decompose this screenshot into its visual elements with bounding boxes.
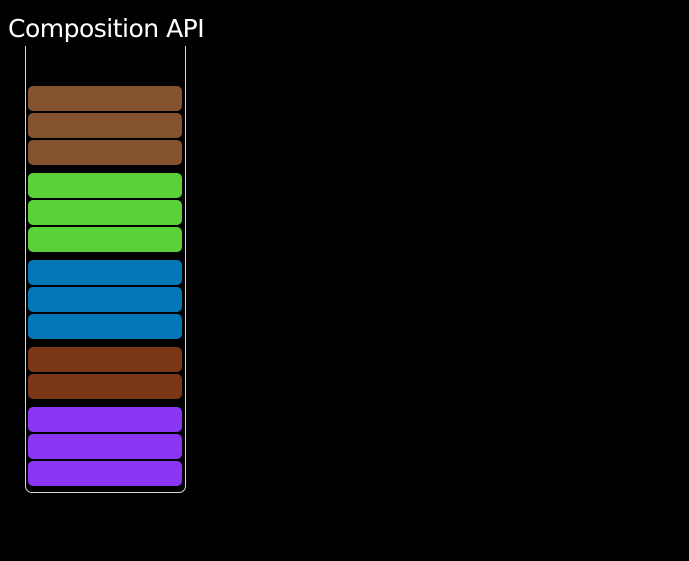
bar-groups-container bbox=[28, 86, 182, 486]
page-title: Composition API bbox=[8, 14, 205, 43]
purple-block-group bbox=[28, 407, 182, 486]
code-block-bar bbox=[28, 86, 182, 111]
code-block-bar bbox=[28, 407, 182, 432]
code-block-bar bbox=[28, 374, 182, 399]
code-block-bar bbox=[28, 314, 182, 339]
code-block-bar bbox=[28, 287, 182, 312]
code-block-bar bbox=[28, 173, 182, 198]
blue-block-group bbox=[28, 260, 182, 339]
composition-api-panel bbox=[25, 46, 186, 493]
code-block-bar bbox=[28, 113, 182, 138]
code-block-bar bbox=[28, 200, 182, 225]
brown-block-group bbox=[28, 86, 182, 165]
code-block-bar bbox=[28, 227, 182, 252]
dark-red-block-group bbox=[28, 347, 182, 399]
code-block-bar bbox=[28, 461, 182, 486]
green-block-group bbox=[28, 173, 182, 252]
code-block-bar bbox=[28, 434, 182, 459]
code-block-bar bbox=[28, 260, 182, 285]
code-block-bar bbox=[28, 140, 182, 165]
code-block-bar bbox=[28, 347, 182, 372]
